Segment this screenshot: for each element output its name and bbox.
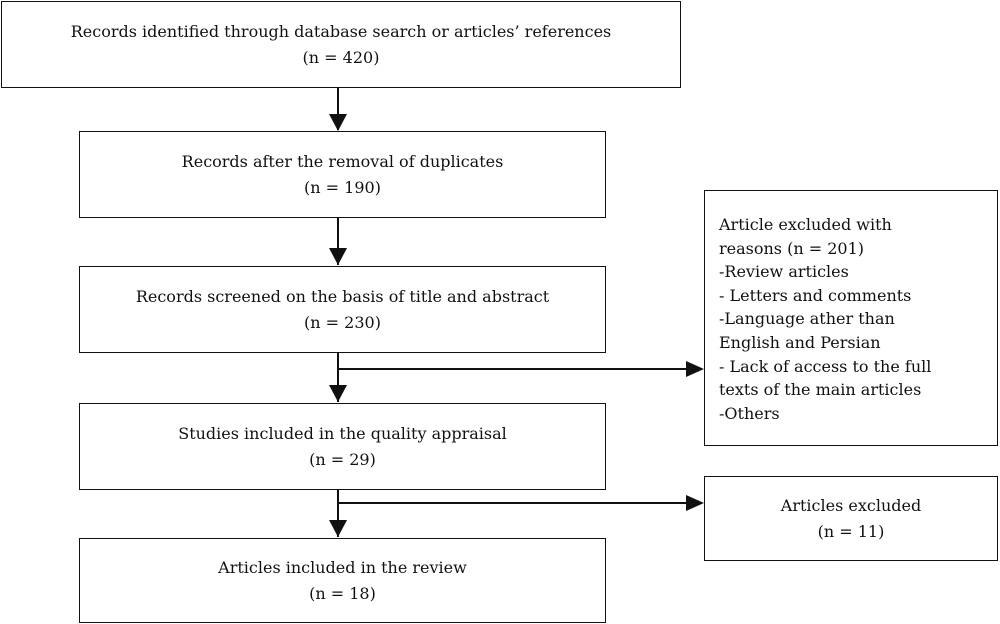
box-articles-excluded-label: Articles excluded	[780, 495, 922, 515]
excluded-reasons-line-4: - Letters and comments	[719, 285, 912, 305]
box-records-identified: Records identified through database sear…	[1, 1, 681, 88]
excluded-reasons-line-8: texts of the main articles	[719, 380, 922, 400]
excluded-reasons-line-7: - Lack of access to the full	[719, 356, 932, 376]
box-records-screened-count: (n = 230)	[304, 312, 381, 332]
box-records-identified-count: (n = 420)	[302, 47, 380, 67]
arrowhead-5	[686, 361, 704, 377]
excluded-reasons-line-3: -Review articles	[719, 262, 849, 282]
arrowhead-2	[329, 248, 347, 265]
excluded-reasons-line-1: Article excluded with	[719, 215, 892, 234]
arrowhead-1	[329, 114, 347, 131]
excluded-reasons-line-2: reasons (n = 201)	[719, 238, 865, 258]
box-included-review-count: (n = 18)	[309, 583, 376, 603]
excluded-reasons-line-6: English and Persian	[719, 333, 881, 352]
box-excluded-with-reasons: Article excluded with reasons (n = 201) …	[704, 190, 998, 446]
arrowhead-4	[329, 520, 347, 537]
box-quality-appraisal: Studies included in the quality appraisa…	[79, 403, 606, 490]
box-records-screened: Records screened on the basis of title a…	[79, 266, 606, 353]
arrowhead-6	[686, 495, 704, 511]
excluded-reasons-line-5: -Language ather than	[719, 309, 895, 329]
box-records-screened-label: Records screened on the basis of title a…	[135, 286, 550, 306]
box-duplicates-removed-count: (n = 190)	[304, 177, 381, 197]
box-records-identified-label: Records identified through database sear…	[70, 21, 612, 41]
box-quality-appraisal-count: (n = 29)	[309, 449, 376, 469]
box-articles-excluded-count: (n = 11)	[817, 521, 885, 541]
box-articles-excluded: Articles excluded (n = 11)	[704, 476, 998, 561]
excluded-reasons-line-9: -Others	[719, 403, 780, 423]
box-included-review-label: Articles included in the review	[218, 557, 467, 577]
box-included-review: Articles included in the review (n = 18)	[79, 538, 606, 623]
box-duplicates-removed-label: Records after the removal of duplicates	[181, 151, 504, 171]
box-quality-appraisal-label: Studies included in the quality appraisa…	[178, 423, 507, 443]
arrowhead-3	[329, 385, 347, 402]
box-duplicates-removed: Records after the removal of duplicates …	[79, 131, 606, 218]
